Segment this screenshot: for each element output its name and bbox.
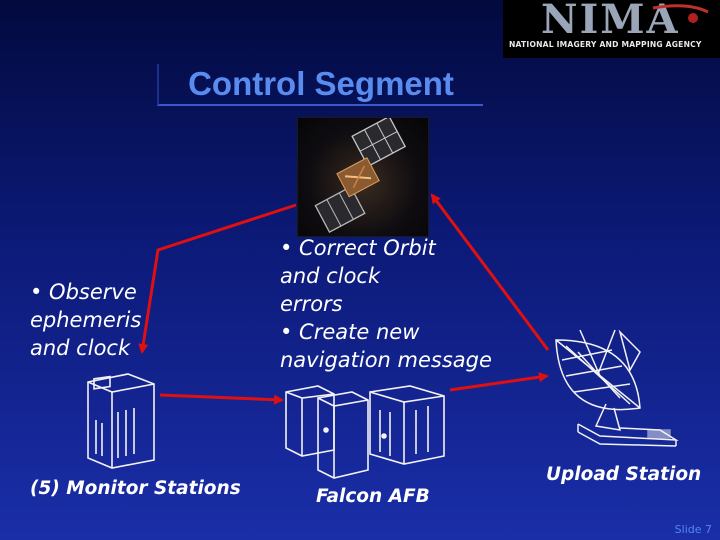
- falcon-afb-label: Falcon AFB: [316, 486, 430, 507]
- arrow-icon: [449, 372, 549, 392]
- master-bullet-line: errors: [280, 292, 343, 316]
- logo-subtitle: NATIONAL IMAGERY AND MAPPING AGENCY: [509, 40, 702, 49]
- master-bullet-line: • Create new: [280, 320, 420, 344]
- arrow-icon: [159, 393, 284, 405]
- master-bullets: • Correct Orbit and clock errors • Creat…: [280, 234, 492, 374]
- satellite-drawing: [314, 115, 407, 233]
- master-bullet-line: and clock: [280, 264, 381, 288]
- monitor-bullet-line: ephemeris: [30, 308, 142, 332]
- monitor-bullet: • Observe ephemeris and clock: [30, 278, 141, 362]
- satellite-dish-icon: [555, 329, 679, 447]
- master-bullet-line: • Correct Orbit: [280, 236, 436, 260]
- slide-number: Slide 7: [674, 523, 712, 536]
- master-control-servers-icon: [285, 385, 445, 479]
- arrow-icon: [430, 193, 550, 351]
- monitor-bullet-line: and clock: [30, 336, 131, 360]
- arrow-icon: [138, 203, 297, 354]
- logo-swoosh: [652, 4, 709, 23]
- monitor-bullet-line: • Observe: [30, 280, 137, 304]
- upload-station-label: Upload Station: [546, 464, 702, 485]
- master-bullet-line: navigation message: [280, 348, 492, 372]
- satellite-image: [297, 115, 429, 237]
- monitor-stations-label: (5) Monitor Stations: [30, 478, 241, 499]
- nima-logo: NIMA NATIONAL IMAGERY AND MAPPING AGENCY: [503, 0, 720, 58]
- page-title: Control Segment: [157, 64, 483, 106]
- monitor-station-server-icon: [87, 373, 155, 469]
